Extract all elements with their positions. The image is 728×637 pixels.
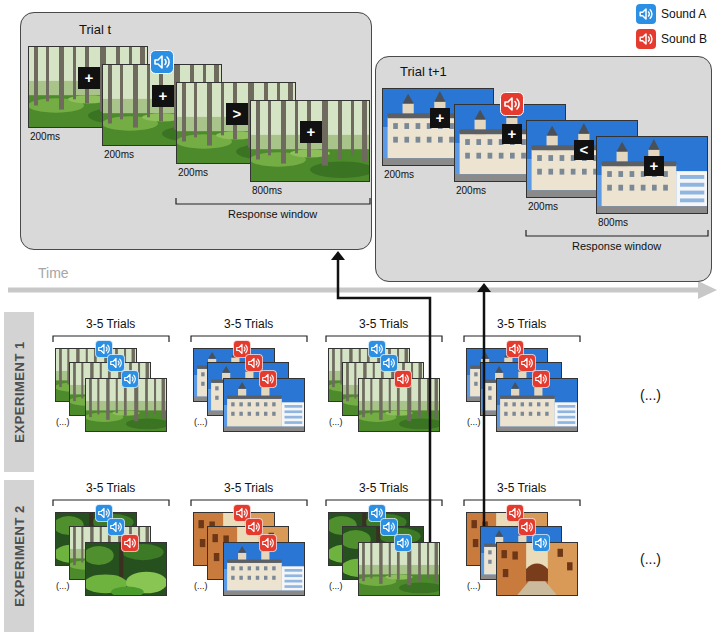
sound-icon bbox=[259, 534, 276, 551]
panel-fill bbox=[375, 56, 712, 282]
sound-icon bbox=[380, 518, 397, 535]
timing-label: 200ms bbox=[104, 149, 134, 160]
ellipsis: (...) bbox=[193, 418, 209, 428]
pointer-line bbox=[483, 291, 486, 526]
response-bracket bbox=[526, 230, 708, 236]
ellipsis: (...) bbox=[193, 582, 209, 592]
timing-label: 800ms bbox=[252, 185, 282, 196]
timing-label: 200ms bbox=[528, 201, 558, 212]
panel-heading: Trial t+1 bbox=[400, 64, 447, 79]
fixation-symbol: + bbox=[644, 156, 664, 176]
sound-icon bbox=[518, 518, 535, 535]
experiment-label: EXPERIMENT 1 bbox=[12, 341, 27, 442]
experiment-1-stacks bbox=[55, 340, 578, 432]
speaker-glyph bbox=[636, 4, 656, 24]
legend-text: Sound B bbox=[661, 32, 707, 46]
trial-panel: Trial t+1 bbox=[375, 56, 712, 282]
window-label: Response window bbox=[572, 240, 661, 252]
fixation-square bbox=[152, 85, 174, 107]
sound-icon bbox=[245, 518, 262, 535]
fixation-symbol: + bbox=[430, 108, 450, 128]
window-label: Response window bbox=[228, 208, 317, 220]
fixation-symbol: < bbox=[574, 140, 594, 160]
time-axis bbox=[8, 288, 700, 293]
scene-photo bbox=[250, 100, 374, 182]
sound-icon bbox=[151, 51, 174, 74]
sound-icon bbox=[121, 370, 138, 387]
panel-heading: Trial t bbox=[79, 22, 111, 37]
axis-label: Time bbox=[38, 266, 69, 281]
ellipsis: (...) bbox=[640, 552, 661, 567]
fixation-symbol: + bbox=[502, 124, 522, 144]
scene-photo bbox=[596, 136, 708, 214]
ellipsis: (...) bbox=[640, 388, 661, 403]
timing-label: 200ms bbox=[30, 131, 60, 142]
ellipsis: (...) bbox=[466, 582, 482, 592]
trial-count: 3-5 Trials bbox=[497, 318, 546, 331]
experiment-band: EXPERIMENT 2 bbox=[4, 480, 34, 632]
pointer-arrowhead bbox=[331, 251, 345, 260]
sound-swatch bbox=[636, 29, 656, 49]
timing-label: 200ms bbox=[178, 167, 208, 178]
fixation-symbol: + bbox=[78, 67, 100, 89]
trial-count: 3-5 Trials bbox=[497, 482, 546, 495]
fixation-square bbox=[300, 121, 322, 143]
trial-count: 3-5 Trials bbox=[224, 482, 273, 495]
sound-icon bbox=[394, 534, 411, 551]
fixation-square bbox=[574, 140, 594, 160]
trial-count: 3-5 Trials bbox=[359, 318, 408, 331]
trial-count: 3-5 Trials bbox=[359, 482, 408, 495]
fixation-symbol: > bbox=[226, 103, 248, 125]
ellipsis: (...) bbox=[466, 418, 482, 428]
timing-label: 200ms bbox=[456, 185, 486, 196]
speaker-glyph bbox=[636, 29, 656, 49]
ellipsis: (...) bbox=[328, 418, 344, 428]
fixation-symbol: + bbox=[152, 85, 174, 107]
response-bracket bbox=[176, 198, 370, 204]
experiment-label: EXPERIMENT 2 bbox=[12, 505, 27, 606]
sound-icon bbox=[107, 518, 124, 535]
time-arrowhead bbox=[698, 281, 717, 299]
sound-icon bbox=[532, 534, 549, 551]
legend-text: Sound A bbox=[661, 7, 706, 21]
trial-panel: Trial t bbox=[20, 12, 372, 250]
sound-icon bbox=[121, 534, 138, 551]
trial-count: 3-5 Trials bbox=[224, 318, 273, 331]
sound-icon bbox=[245, 354, 262, 371]
experiment-band: EXPERIMENT 1 bbox=[4, 312, 34, 472]
sound-icon bbox=[394, 370, 411, 387]
fixation-symbol: + bbox=[300, 121, 322, 143]
ellipsis: (...) bbox=[55, 418, 71, 428]
trial-frames bbox=[28, 46, 708, 236]
fixation-square bbox=[78, 67, 100, 89]
fixation-square bbox=[226, 103, 248, 125]
sound-icon bbox=[259, 370, 276, 387]
sound-icon bbox=[107, 354, 124, 371]
trial-count: 3-5 Trials bbox=[86, 482, 135, 495]
panel-fill bbox=[20, 12, 372, 250]
ellipsis: (...) bbox=[328, 582, 344, 592]
sound-icon bbox=[501, 93, 524, 116]
pointer-line bbox=[338, 258, 430, 542]
timing-label: 200ms bbox=[384, 169, 414, 180]
fixation-square bbox=[502, 124, 522, 144]
sound-icon bbox=[518, 354, 535, 371]
fixation-square bbox=[430, 108, 450, 128]
fixation-square bbox=[644, 156, 664, 176]
sound-icon bbox=[532, 370, 549, 387]
ellipsis: (...) bbox=[55, 582, 71, 592]
trial-count: 3-5 Trials bbox=[86, 318, 135, 331]
experiment-2-stacks bbox=[54, 504, 578, 597]
timing-label: 800ms bbox=[598, 217, 628, 228]
sound-icon bbox=[380, 354, 397, 371]
sound-swatch bbox=[636, 4, 656, 24]
pointer-arrowhead bbox=[477, 283, 491, 292]
trial-brackets bbox=[53, 336, 580, 506]
